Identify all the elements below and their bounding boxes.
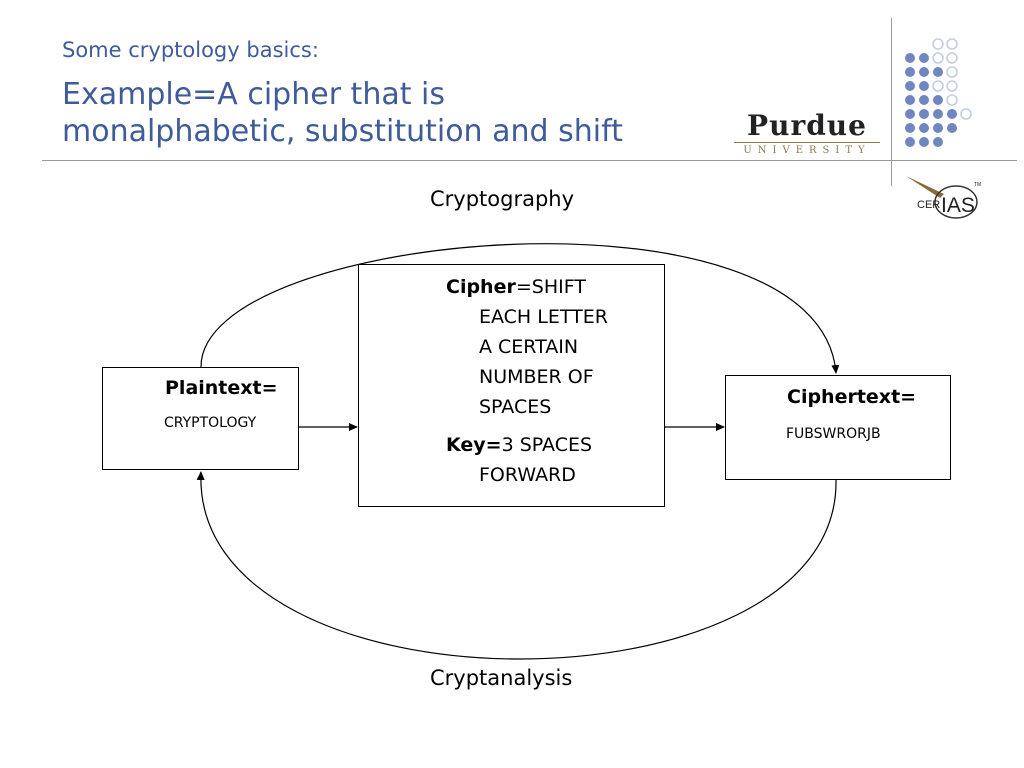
key-label: Key= xyxy=(446,434,502,456)
plaintext-label: Plaintext= xyxy=(165,377,278,399)
plaintext-value: CRYPTOLOGY xyxy=(164,415,257,431)
decorative-dot xyxy=(905,109,915,119)
cipher-label: Cipher xyxy=(446,276,516,298)
decorative-dot xyxy=(919,67,929,77)
logo-divider xyxy=(891,18,892,186)
decorative-dot xyxy=(946,38,958,50)
decorative-dot xyxy=(932,52,944,64)
key-line-2: FORWARD xyxy=(479,464,576,486)
ciphertext-value: FUBSWRORJB xyxy=(786,426,881,442)
decorative-dot xyxy=(919,123,929,133)
decorative-dot xyxy=(932,38,944,50)
decorative-dot xyxy=(919,109,929,119)
cryptanalysis-arc xyxy=(196,471,837,660)
decorative-dot xyxy=(933,67,943,77)
cipher-line-5: SPACES xyxy=(479,396,552,418)
cipher-line-2: EACH LETTER xyxy=(479,306,608,328)
decorative-dot xyxy=(960,108,972,120)
decorative-dot xyxy=(919,53,929,63)
decorative-dot xyxy=(946,52,958,64)
cerias-left-text: CER xyxy=(917,199,940,211)
decorative-dot xyxy=(905,67,915,77)
cipher-line-3: A CERTAIN xyxy=(479,336,579,358)
decorative-dot xyxy=(933,95,943,105)
cerias-tm-text: TM xyxy=(974,182,981,188)
cipher-line-4: NUMBER OF xyxy=(479,366,594,388)
cryptanalysis-label: Cryptanalysis xyxy=(430,666,573,690)
cipher-line-1: =SHIFT xyxy=(515,276,586,298)
cryptography-arc xyxy=(200,243,840,374)
decorative-dot xyxy=(905,95,915,105)
header-divider xyxy=(42,160,1017,161)
decorative-dot xyxy=(905,53,915,63)
cipher-box xyxy=(358,264,665,507)
decorative-dot xyxy=(933,109,943,119)
quill-icon xyxy=(906,176,944,198)
decorative-dot xyxy=(933,123,943,133)
decorative-dot xyxy=(919,95,929,105)
cerias-ring xyxy=(934,185,978,219)
decorative-dot xyxy=(946,66,958,78)
cryptography-label: Cryptography xyxy=(430,187,575,211)
slide-subtitle: Some cryptology basics: xyxy=(62,38,319,62)
ciphertext-box xyxy=(725,375,951,480)
decorative-dot xyxy=(905,137,915,147)
cipher-paragraph: Cipher=SHIFT EACH LETTER A CERTAIN NUMBE… xyxy=(446,272,661,422)
decorative-dot xyxy=(932,80,944,92)
cerias-logo: CER IAS TM xyxy=(906,176,981,219)
title-line-2: monalphabetic, substitution and shift xyxy=(62,114,623,149)
decorative-dot xyxy=(947,109,957,119)
title-line-1: Example=A cipher that is xyxy=(62,77,445,112)
decorative-dot xyxy=(905,123,915,133)
decorative-dot xyxy=(933,137,943,147)
cerias-right-text: IAS xyxy=(941,194,975,217)
decorative-dot xyxy=(946,80,958,92)
decorative-dot xyxy=(905,81,915,91)
slide-title: Example=A cipher that is monalphabetic, … xyxy=(62,76,623,150)
purdue-university-text: UNIVERSITY xyxy=(734,142,880,157)
ciphertext-label: Ciphertext= xyxy=(787,386,917,408)
purdue-wordmark: Purdue xyxy=(747,109,867,142)
decorative-dot xyxy=(946,94,958,106)
key-paragraph: Key=3 SPACES FORWARD xyxy=(446,430,661,490)
decorative-dot xyxy=(947,123,957,133)
key-line-1: 3 SPACES xyxy=(501,434,593,456)
dot-grid-decoration xyxy=(905,38,972,147)
plaintext-box xyxy=(102,367,299,470)
cipher-description: Cipher=SHIFT EACH LETTER A CERTAIN NUMBE… xyxy=(446,272,661,490)
decorative-dot xyxy=(919,137,929,147)
purdue-logo: Purdue UNIVERSITY xyxy=(734,110,880,157)
decorative-dot xyxy=(919,81,929,91)
